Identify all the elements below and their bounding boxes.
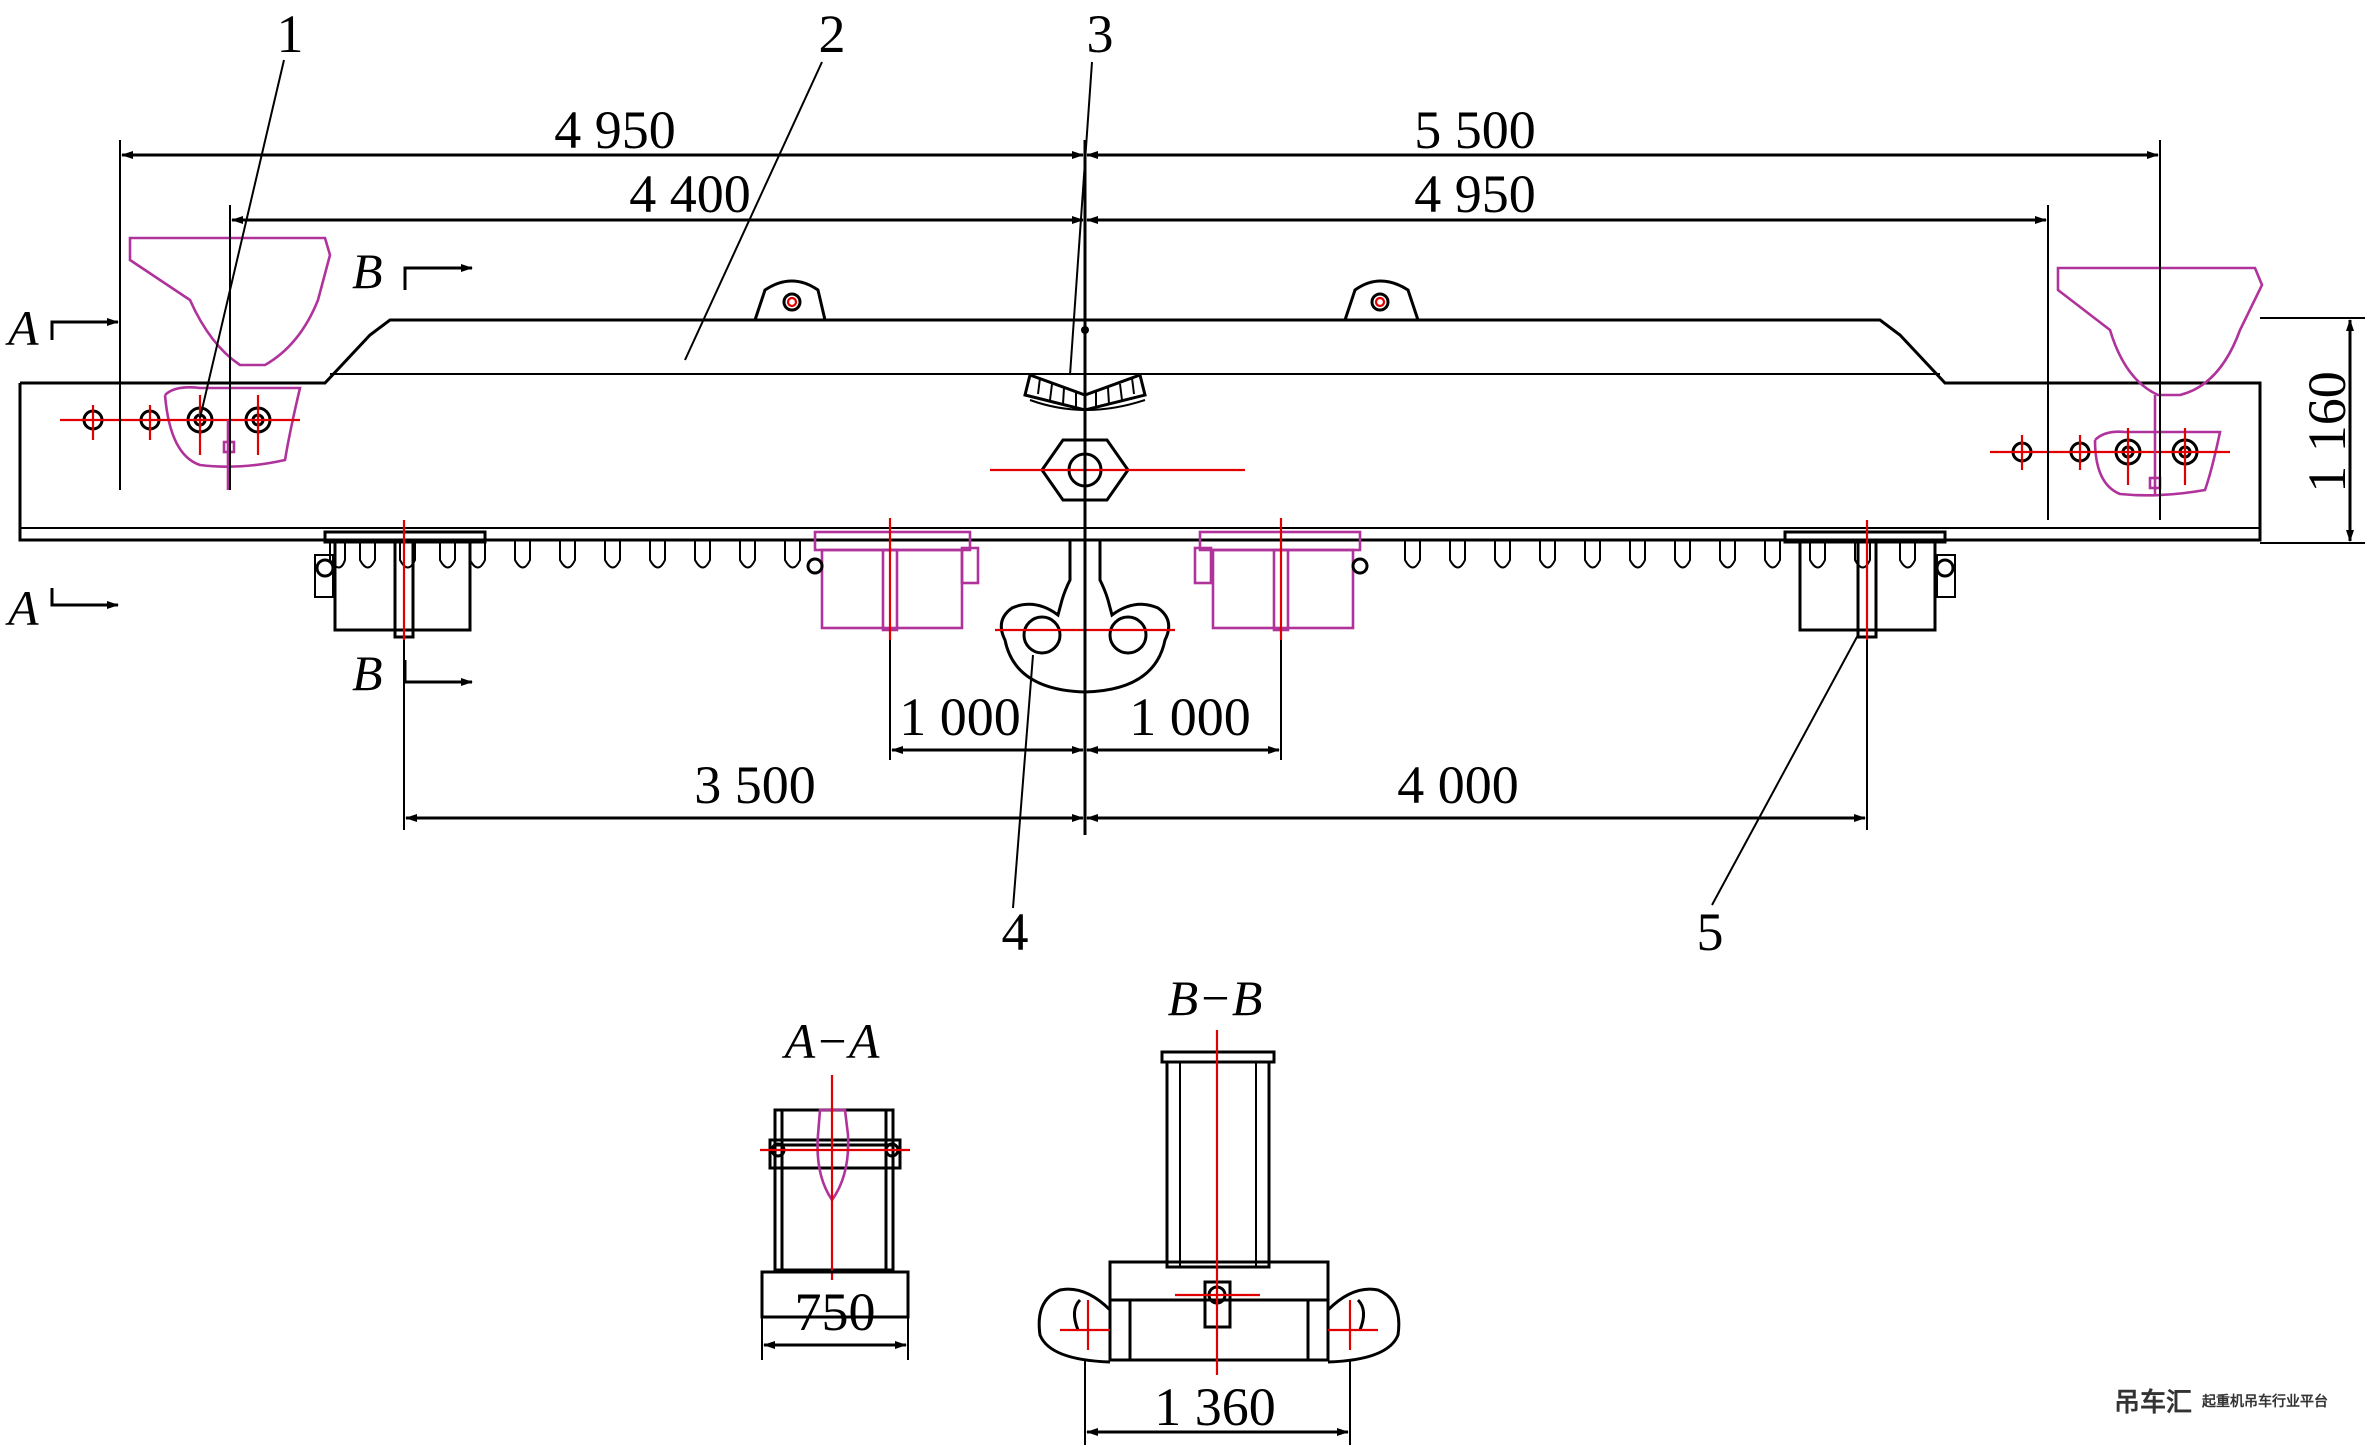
dim-hook-left: 1 000 — [899, 687, 1021, 747]
end-attachment-right — [1990, 266, 2264, 497]
dim-section-a-width: 750 — [795, 1282, 876, 1342]
center-nut — [990, 438, 1245, 502]
section-marks: A A B B — [5, 243, 473, 701]
top-lug-left — [753, 279, 827, 321]
inner-clamp-right — [1193, 518, 1369, 640]
dim-bottom-left: 3 500 — [694, 755, 816, 815]
outer-clamp-left — [314, 520, 487, 640]
outer-clamp-right — [1783, 520, 1956, 640]
dim-section-b-width: 1 360 — [1154, 1377, 1276, 1437]
section-a-title: A−A — [782, 1013, 880, 1069]
callout-2: 2 — [819, 4, 846, 64]
dim-top-left-outer: 4 950 — [554, 100, 676, 160]
watermark: 吊车汇 起重机吊车行业平台 — [2114, 1382, 2328, 1419]
dim-top-left-inner: 4 400 — [629, 164, 751, 224]
callout-5: 5 — [1697, 902, 1724, 962]
main-beam — [18, 279, 2262, 542]
bottom-teeth — [329, 540, 1916, 569]
section-mark-b-upper: B — [352, 243, 383, 299]
section-b-title: B−B — [1168, 970, 1263, 1026]
inner-clamp-left — [806, 518, 980, 640]
callout-1: 1 — [277, 4, 304, 64]
end-attachment-left — [60, 236, 332, 490]
section-mark-b-lower: B — [352, 645, 383, 701]
section-a-a: A−A 750 — [760, 1013, 910, 1360]
callout-4: 4 — [1002, 902, 1029, 962]
dim-hook-right: 1 000 — [1129, 687, 1251, 747]
dim-height: 1 160 — [2297, 371, 2357, 493]
watermark-logo: 吊车汇 — [2113, 1387, 2192, 1417]
dimension-lines — [121, 151, 2354, 822]
callouts: 1 2 3 4 5 — [199, 4, 1859, 962]
section-b-b: B−B 1 360 — [1037, 970, 1401, 1445]
callout-3: 3 — [1087, 4, 1114, 64]
section-mark-a-upper: A — [5, 300, 39, 356]
dim-top-right-outer: 5 500 — [1414, 100, 1536, 160]
top-lug-right — [1343, 279, 1420, 321]
dimension-labels: 4 950 4 400 5 500 4 950 1 160 1 000 1 00… — [554, 100, 2357, 815]
watermark-tagline: 起重机吊车行业平台 — [2202, 1392, 2328, 1409]
dim-bottom-right: 4 000 — [1397, 755, 1519, 815]
dim-top-right-inner: 4 950 — [1414, 164, 1536, 224]
section-mark-a-lower: A — [5, 580, 39, 636]
